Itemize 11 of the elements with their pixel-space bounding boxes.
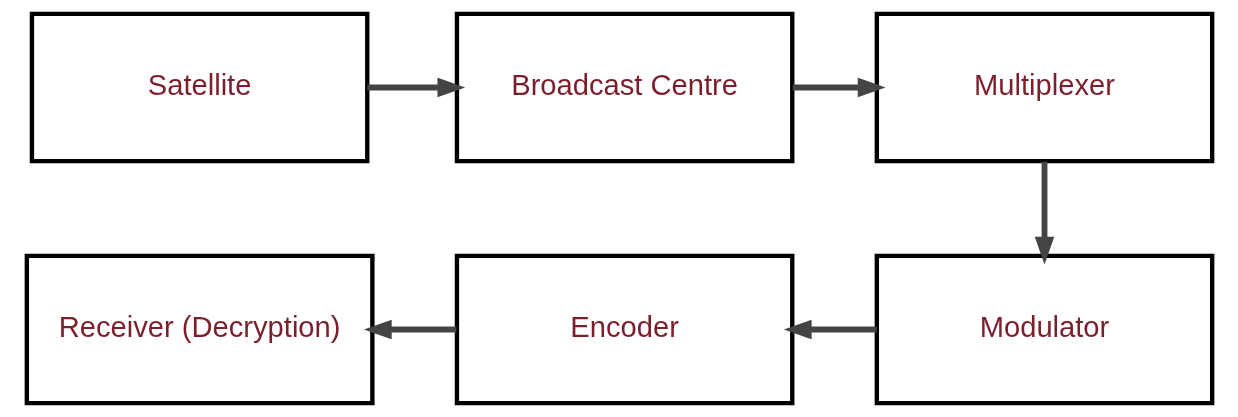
node-box: Receiver (Decryption) [24,253,375,406]
arrow [783,319,877,340]
arrow [1034,161,1054,265]
arrow [363,319,456,340]
node-box: Modulator [874,253,1214,406]
node-box: Satellite [29,11,369,164]
node-box: Broadcast Centre [454,11,794,164]
node-box: Encoder [454,253,794,406]
arrow [366,77,465,98]
arrow [792,77,886,98]
node-box: Multiplexer [874,11,1214,164]
